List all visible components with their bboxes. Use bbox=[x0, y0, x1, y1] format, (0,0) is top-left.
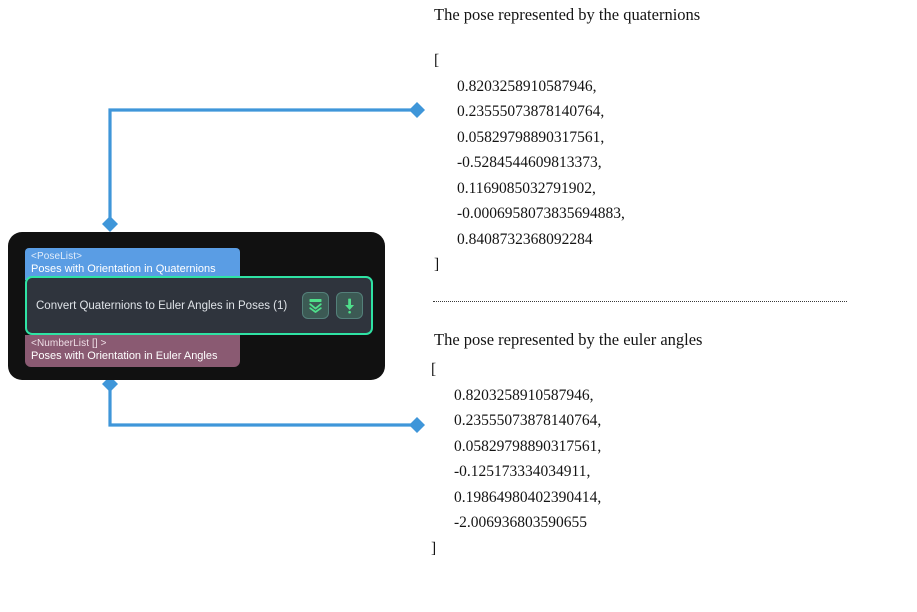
list-item: -0.5284544609813373, bbox=[457, 154, 602, 171]
section-divider bbox=[433, 301, 847, 302]
wire-top bbox=[108, 108, 417, 223]
euler-open-bracket: [ bbox=[431, 361, 437, 378]
node-graph-canvas: <PoseList> Poses with Orientation in Qua… bbox=[0, 0, 430, 612]
list-item: 0.19864980402390414, bbox=[454, 488, 602, 506]
wire-top-endpoint-diamond bbox=[409, 102, 425, 118]
input-port-type: <PoseList> bbox=[31, 251, 83, 262]
collapse-icon bbox=[307, 297, 324, 314]
quaternions-values: 0.8203258910587946, 0.23555073878140764,… bbox=[434, 74, 625, 253]
list-item: -0.0006958073835694883, bbox=[457, 205, 625, 222]
node-output-port[interactable]: <NumberList [] > Poses with Orientation … bbox=[25, 335, 240, 367]
euler-close-bracket: ] bbox=[431, 539, 437, 557]
euler-array: [ 0.8203258910587946, 0.2355507387814076… bbox=[431, 357, 601, 561]
list-item: 0.8203258910587946, bbox=[457, 77, 597, 95]
list-item: 0.8203258910587946, bbox=[454, 386, 594, 404]
node-title: Convert Quaternions to Euler Angles in P… bbox=[36, 299, 288, 312]
output-port-label: Poses with Orientation in Euler Angles bbox=[31, 350, 218, 362]
download-button[interactable] bbox=[336, 292, 363, 319]
list-item: 0.05829798890317561, bbox=[454, 437, 602, 455]
list-item: 0.05829798890317561, bbox=[457, 128, 605, 146]
output-text-column: The pose represented by the quaternions … bbox=[431, 0, 901, 612]
quaternions-array: [ 0.8203258910587946, 0.2355507387814076… bbox=[434, 48, 625, 278]
list-item: 0.8408732368092284 bbox=[457, 230, 593, 248]
list-item: -0.125173334034911, bbox=[454, 463, 591, 480]
euler-heading: The pose represented by the euler angles bbox=[434, 330, 703, 349]
input-port-label: Poses with Orientation in Quaternions bbox=[31, 263, 216, 275]
list-item: -2.006936803590655 bbox=[454, 514, 588, 531]
wire-bottom-endpoint-diamond bbox=[409, 417, 425, 433]
list-item: 0.1169085032791902, bbox=[457, 179, 596, 197]
node-input-port[interactable]: <PoseList> Poses with Orientation in Qua… bbox=[25, 248, 240, 280]
graph-node[interactable]: <PoseList> Poses with Orientation in Qua… bbox=[8, 232, 385, 380]
wire-bottom bbox=[108, 384, 417, 427]
list-item: 0.23555073878140764, bbox=[457, 103, 605, 120]
download-icon bbox=[341, 297, 358, 314]
output-port-type: <NumberList [] > bbox=[31, 338, 107, 349]
quaternions-close-bracket: ] bbox=[434, 256, 440, 273]
collapse-button[interactable] bbox=[302, 292, 329, 319]
quaternions-open-bracket: [ bbox=[434, 52, 440, 69]
list-item: 0.23555073878140764, bbox=[454, 412, 602, 429]
node-body[interactable]: Convert Quaternions to Euler Angles in P… bbox=[25, 276, 373, 335]
euler-values: 0.8203258910587946, 0.23555073878140764,… bbox=[431, 383, 601, 536]
wire-top-node-diamond bbox=[102, 216, 118, 232]
quaternions-heading: The pose represented by the quaternions bbox=[434, 5, 701, 24]
